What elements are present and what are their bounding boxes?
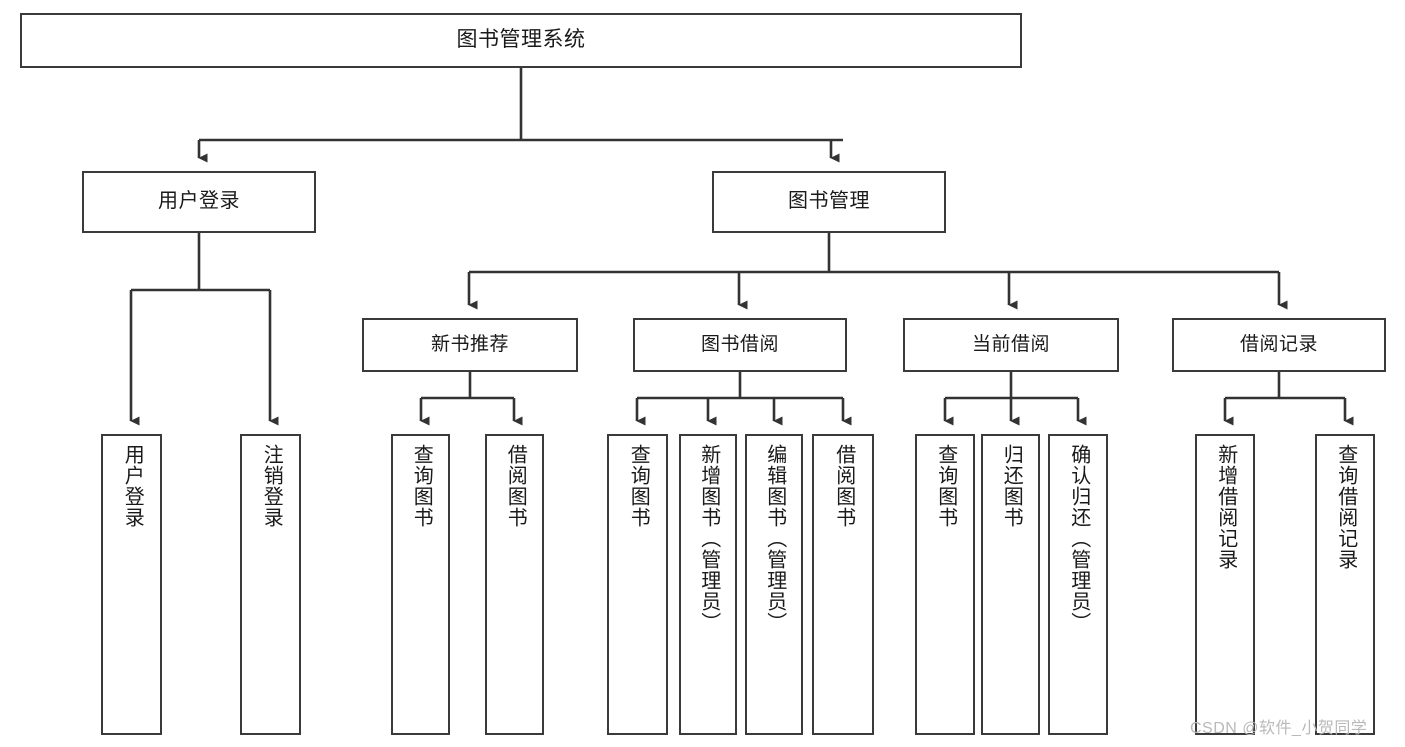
node-label: 查询图书 bbox=[627, 444, 650, 528]
leaf-node-confirm-return-admin[interactable]: 确认归还（管理员） bbox=[1048, 434, 1108, 735]
node-label: 借阅记录 bbox=[1239, 333, 1318, 355]
node-label: 新增借阅记录 bbox=[1214, 444, 1237, 570]
leaf-node-logout[interactable]: 注销登录 bbox=[240, 434, 301, 735]
node-label: 新增图书（管理员） bbox=[697, 444, 720, 633]
leaf-node-add-book-admin[interactable]: 新增图书（管理员） bbox=[679, 434, 737, 735]
node-label: 借阅图书 bbox=[504, 444, 527, 528]
leaf-node-new-book-query-books[interactable]: 查询图书 bbox=[391, 434, 450, 735]
leaf-node-new-book-borrow-books[interactable]: 借阅图书 bbox=[485, 434, 544, 735]
leaf-node-query-borrow-record[interactable]: 查询借阅记录 bbox=[1315, 434, 1375, 735]
node-user-login[interactable]: 用户登录 bbox=[82, 171, 316, 233]
node-label: 用户登录 bbox=[121, 444, 144, 528]
node-root-book-management-system[interactable]: 图书管理系统 bbox=[20, 13, 1022, 68]
node-label: 当前借阅 bbox=[971, 333, 1050, 355]
watermark-text: CSDN @软件_小贺同学 bbox=[1190, 720, 1368, 737]
node-label: 归还图书 bbox=[1000, 444, 1023, 528]
leaf-node-edit-book-admin[interactable]: 编辑图书（管理员） bbox=[745, 434, 803, 735]
node-label: 查询图书 bbox=[410, 444, 433, 528]
node-label: 图书借阅 bbox=[700, 333, 779, 355]
leaf-node-return-books[interactable]: 归还图书 bbox=[981, 434, 1040, 735]
node-new-book-recommendation[interactable]: 新书推荐 bbox=[362, 318, 578, 372]
node-label: 用户登录 bbox=[158, 190, 240, 213]
node-current-borrowing[interactable]: 当前借阅 bbox=[903, 318, 1119, 372]
node-label: 图书管理系统 bbox=[456, 28, 586, 52]
node-label: 查询借阅记录 bbox=[1334, 444, 1357, 570]
leaf-node-current-query-books[interactable]: 查询图书 bbox=[915, 434, 975, 735]
leaf-node-borrow-query-books[interactable]: 查询图书 bbox=[607, 434, 668, 735]
node-label: 图书管理 bbox=[788, 190, 870, 213]
node-label: 注销登录 bbox=[260, 444, 283, 528]
node-label: 新书推荐 bbox=[430, 333, 509, 355]
leaf-node-borrow-books[interactable]: 借阅图书 bbox=[812, 434, 874, 735]
node-label: 确认归还（管理员） bbox=[1067, 444, 1090, 633]
node-book-management[interactable]: 图书管理 bbox=[712, 171, 946, 233]
node-label: 借阅图书 bbox=[832, 444, 855, 528]
leaf-node-add-borrow-record[interactable]: 新增借阅记录 bbox=[1195, 434, 1255, 735]
leaf-node-user-login[interactable]: 用户登录 bbox=[101, 434, 162, 735]
node-label: 编辑图书（管理员） bbox=[763, 444, 786, 633]
node-borrowing-records[interactable]: 借阅记录 bbox=[1172, 318, 1386, 372]
node-book-borrowing[interactable]: 图书借阅 bbox=[633, 318, 847, 372]
node-label: 查询图书 bbox=[934, 444, 957, 528]
